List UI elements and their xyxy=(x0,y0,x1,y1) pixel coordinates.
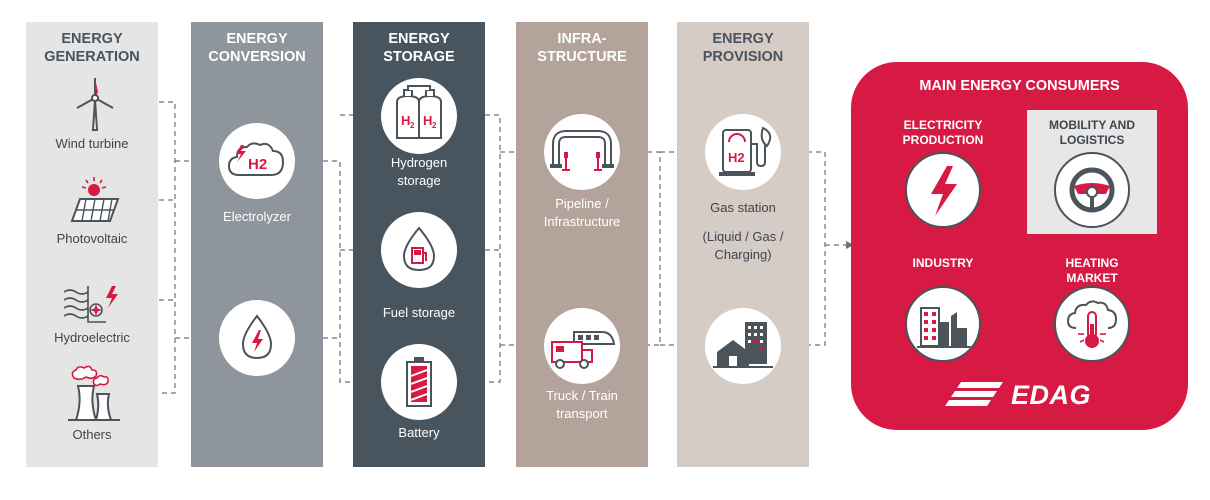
generation-title: ENERGY GENERATION xyxy=(44,31,140,65)
fuel-storage-icon xyxy=(402,226,436,272)
hydrogen-storage-label: Hydrogen storage xyxy=(390,155,448,188)
h-label-left: H xyxy=(401,113,410,128)
heating-market-label: HEATING MARKET xyxy=(1065,256,1119,285)
electricity-circle xyxy=(905,152,981,228)
battery-label: Battery xyxy=(398,425,440,440)
fuel-storage-label: Fuel storage xyxy=(382,305,456,320)
conversion-column: ENERGY CONVERSION H2 Electrolyzer xyxy=(191,22,323,467)
battery-icon xyxy=(406,357,432,407)
mobility-circle xyxy=(1054,152,1130,228)
edag-logo-icon xyxy=(945,382,1003,406)
sub2-label-right: 2 xyxy=(432,121,437,130)
thermometer-icon xyxy=(1066,300,1118,348)
station-h2-label: H2 xyxy=(728,150,745,165)
conversion-title: ENERGY CONVERSION xyxy=(208,31,306,65)
house-city-icon xyxy=(713,322,773,368)
hydro-dam-icon xyxy=(63,286,118,323)
edag-logo-text: EDAG xyxy=(1011,380,1092,410)
consumers-title: MAIN ENERGY CONSUMERS xyxy=(919,78,1120,94)
hydrogen-storage-circle: H 2 H 2 xyxy=(381,78,457,154)
cloud-h2-icon: H2 xyxy=(227,142,285,176)
industry-circle xyxy=(905,286,981,362)
heating-circle xyxy=(1054,286,1130,362)
electrolyzer-circle: H2 xyxy=(219,123,295,199)
truck-train-icon xyxy=(551,331,616,369)
storage-title: ENERGY STORAGE xyxy=(383,31,455,65)
fuel-drop-icon xyxy=(241,314,273,360)
provision-title: ENERGY PROVISION xyxy=(702,31,784,65)
hydrogen-tanks-icon: H 2 H 2 xyxy=(396,85,442,139)
industry-label: INDUSTRY xyxy=(912,256,974,270)
generation-column: ENERGY GENERATION Wind turbine Photovolt… xyxy=(26,22,158,467)
storage-column: ENERGY STORAGE H 2 H 2 Hydrogen storage xyxy=(353,22,485,467)
h2-label: H2 xyxy=(248,156,267,173)
truck-train-label: Truck / Train transport xyxy=(546,388,618,421)
infrastructure-title: INFRA- STRUCTURE xyxy=(537,31,627,65)
cooling-tower-icon xyxy=(68,365,120,421)
conversion-fuel-circle xyxy=(219,300,295,376)
wind-turbine-icon xyxy=(76,78,114,131)
pipeline-circle xyxy=(544,114,620,190)
electrolyzer-label: Electrolyzer xyxy=(223,209,291,224)
battery-circle xyxy=(381,344,457,420)
gas-station-label: Gas station xyxy=(710,200,776,215)
steering-wheel-icon xyxy=(1069,167,1115,213)
house-city-circle xyxy=(705,308,781,384)
sub2-label-left: 2 xyxy=(410,121,415,130)
pipeline-label: Pipeline / Infrastructure xyxy=(543,196,621,229)
pipeline-icon xyxy=(550,130,614,171)
infrastructure-column: INFRA- STRUCTURE Pipeline / Infrastructu… xyxy=(516,22,648,467)
electricity-production-label: ELECTRICITY PRODUCTION xyxy=(902,118,984,147)
solar-panel-icon xyxy=(70,177,120,222)
gas-station-types-label: (Liquid / Gas / Charging) xyxy=(702,229,784,262)
wind-turbine-label: Wind turbine xyxy=(55,136,129,151)
truck-train-circle xyxy=(544,308,620,384)
gas-station-icon: H2 xyxy=(719,126,772,176)
others-label: Others xyxy=(72,427,112,442)
lightning-icon xyxy=(931,166,957,216)
provision-column: ENERGY PROVISION H2 Gas station (Liquid … xyxy=(677,22,809,467)
hydroelectric-label: Hydroelectric xyxy=(54,330,130,345)
mobility-logistics-label: MOBILITY AND LOGISTICS xyxy=(1049,118,1135,147)
fuel-storage-circle xyxy=(381,212,457,288)
main-energy-consumers-panel: MAIN ENERGY CONSUMERS ELECTRICITY PRODUC… xyxy=(851,62,1188,430)
photovoltaic-label: Photovoltaic xyxy=(56,231,128,246)
factory-city-icon xyxy=(917,307,971,348)
gas-station-circle: H2 xyxy=(705,114,781,190)
h-label-right: H xyxy=(423,113,432,128)
